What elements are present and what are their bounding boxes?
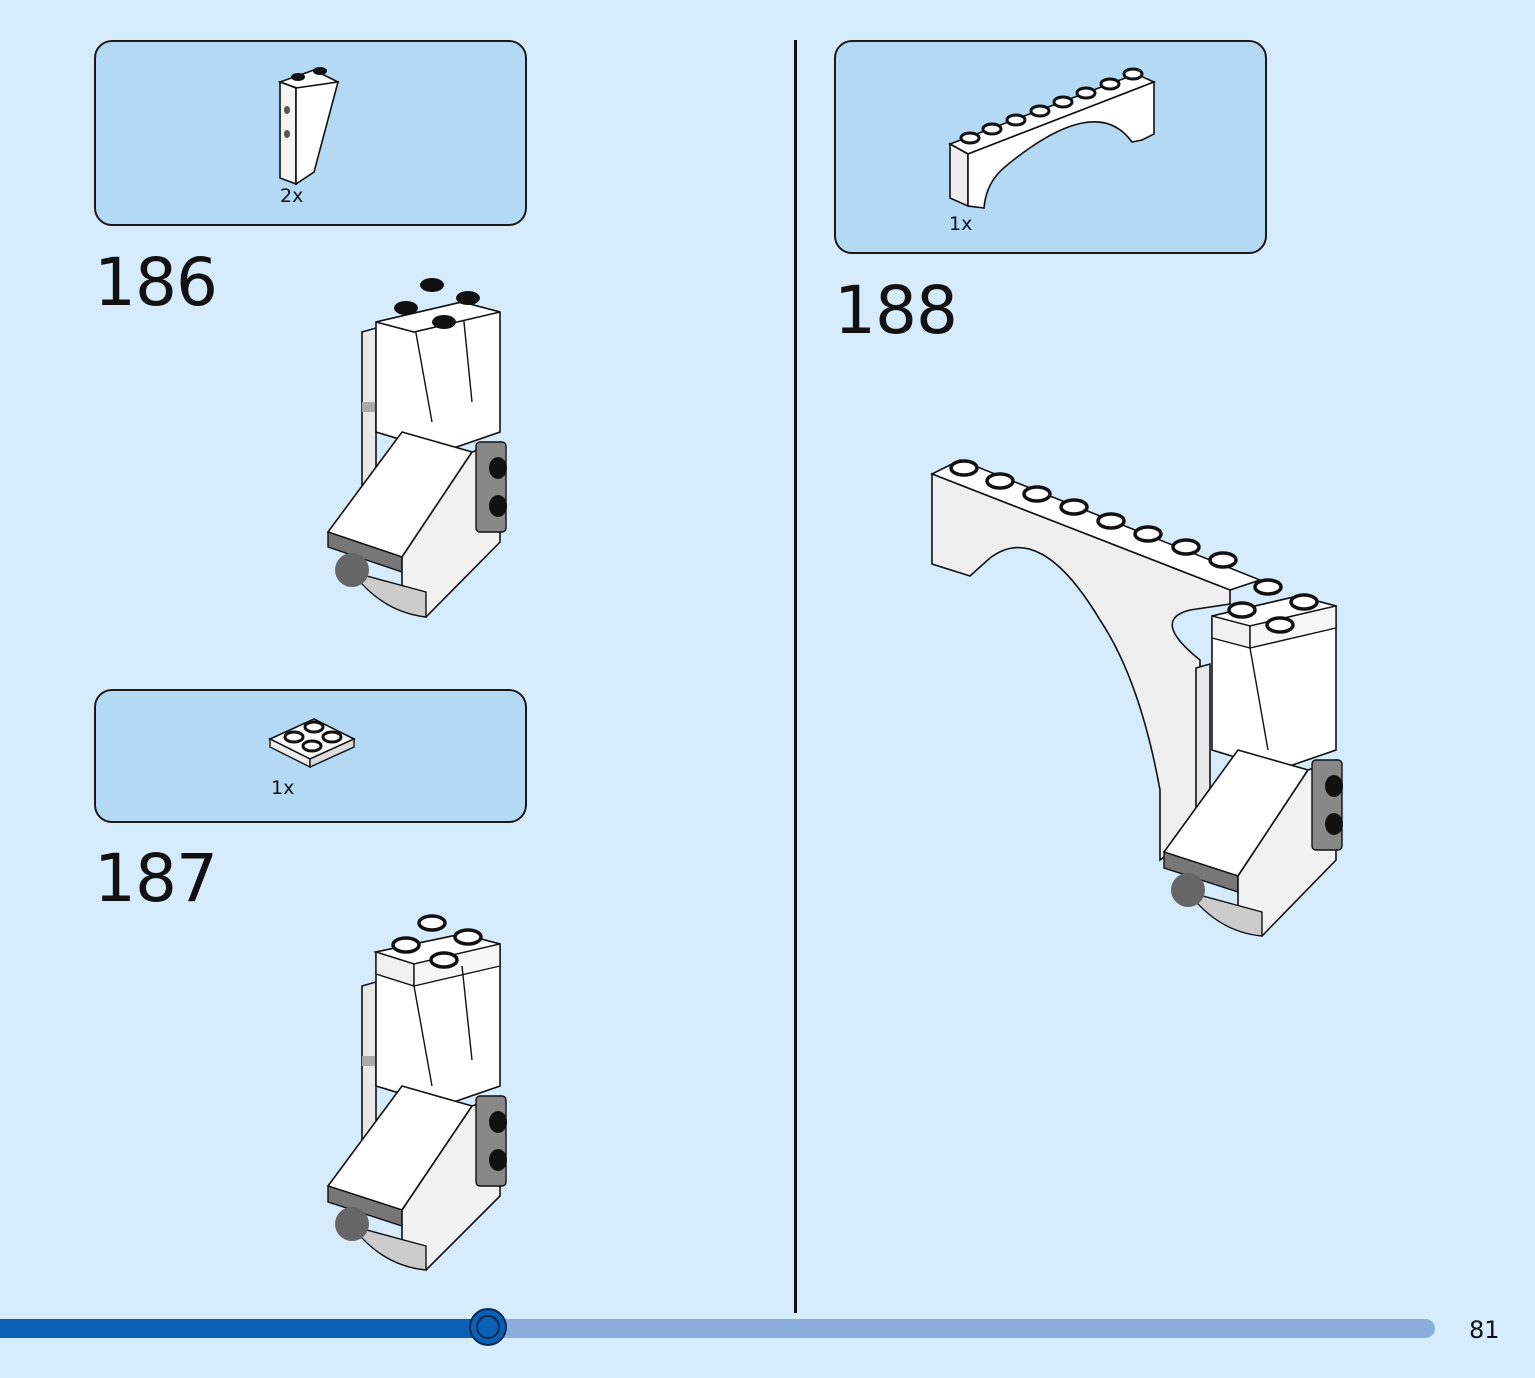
model-illustration-188 <box>930 459 1343 938</box>
part-quantity: 1x <box>949 213 973 235</box>
progress-fill <box>0 1319 488 1338</box>
step-number-186: 186 <box>94 244 218 321</box>
arch-brick-icon <box>948 67 1157 209</box>
part-quantity: 1x <box>271 777 295 799</box>
step-number-187: 187 <box>94 840 218 917</box>
parts-callout-186: 2x <box>94 40 527 226</box>
model-illustration-187 <box>326 914 507 1272</box>
slope-brick-icon <box>277 67 340 186</box>
part-quantity: 2x <box>280 185 304 207</box>
parts-callout-188: 1x <box>834 40 1267 254</box>
plate-2x2-icon <box>268 718 356 769</box>
model-illustration-186 <box>326 278 507 619</box>
page-number: 81 <box>1469 1316 1500 1344</box>
progress-knob <box>469 1308 507 1346</box>
step-number-188: 188 <box>834 272 958 349</box>
column-divider <box>794 40 797 1313</box>
parts-callout-187: 1x <box>94 689 527 823</box>
